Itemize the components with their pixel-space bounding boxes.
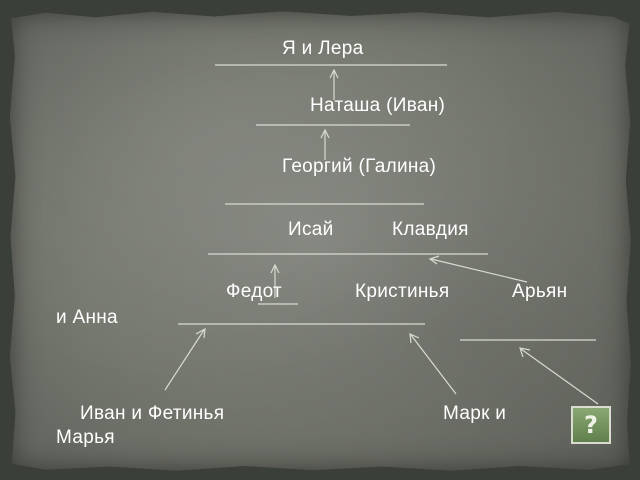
arrow-head-2 [320, 128, 330, 139]
node-i-anna: и Анна [56, 307, 118, 328]
arrow-shaft-6 [410, 334, 457, 395]
parchment-background [9, 11, 631, 471]
node-kristinya: Кристинья [355, 281, 450, 302]
arrow-shaft-7 [520, 348, 599, 405]
node-ya-i-lera: Я и Лера [282, 38, 364, 59]
node-natasha: Наташа (Иван) [310, 95, 446, 116]
arrow-head-7 [519, 347, 531, 358]
arrow-head-5 [195, 327, 206, 339]
node-klavdiya: Клавдия [392, 219, 469, 240]
arrow-shaft-4 [430, 258, 528, 283]
arrow-head-1 [329, 68, 339, 79]
arrow-head-3 [270, 263, 280, 274]
node-fedot: Федот [226, 281, 283, 302]
arrow-shaft-5 [164, 329, 205, 391]
node-georgiy: Георгий (Галина) [282, 156, 437, 177]
arrow-head-4 [428, 255, 440, 265]
arrow-head-6 [409, 333, 420, 344]
node-marya: Марья [56, 427, 115, 448]
node-mark-i: Марк и [443, 403, 507, 424]
help-button[interactable]: ? [571, 406, 611, 444]
node-aryan: Арьян [512, 281, 568, 302]
node-isay: Исай [288, 219, 334, 240]
node-ivan-i-fetinya: Иван и Фетинья [80, 403, 225, 424]
question-mark-icon: ? [584, 411, 598, 439]
